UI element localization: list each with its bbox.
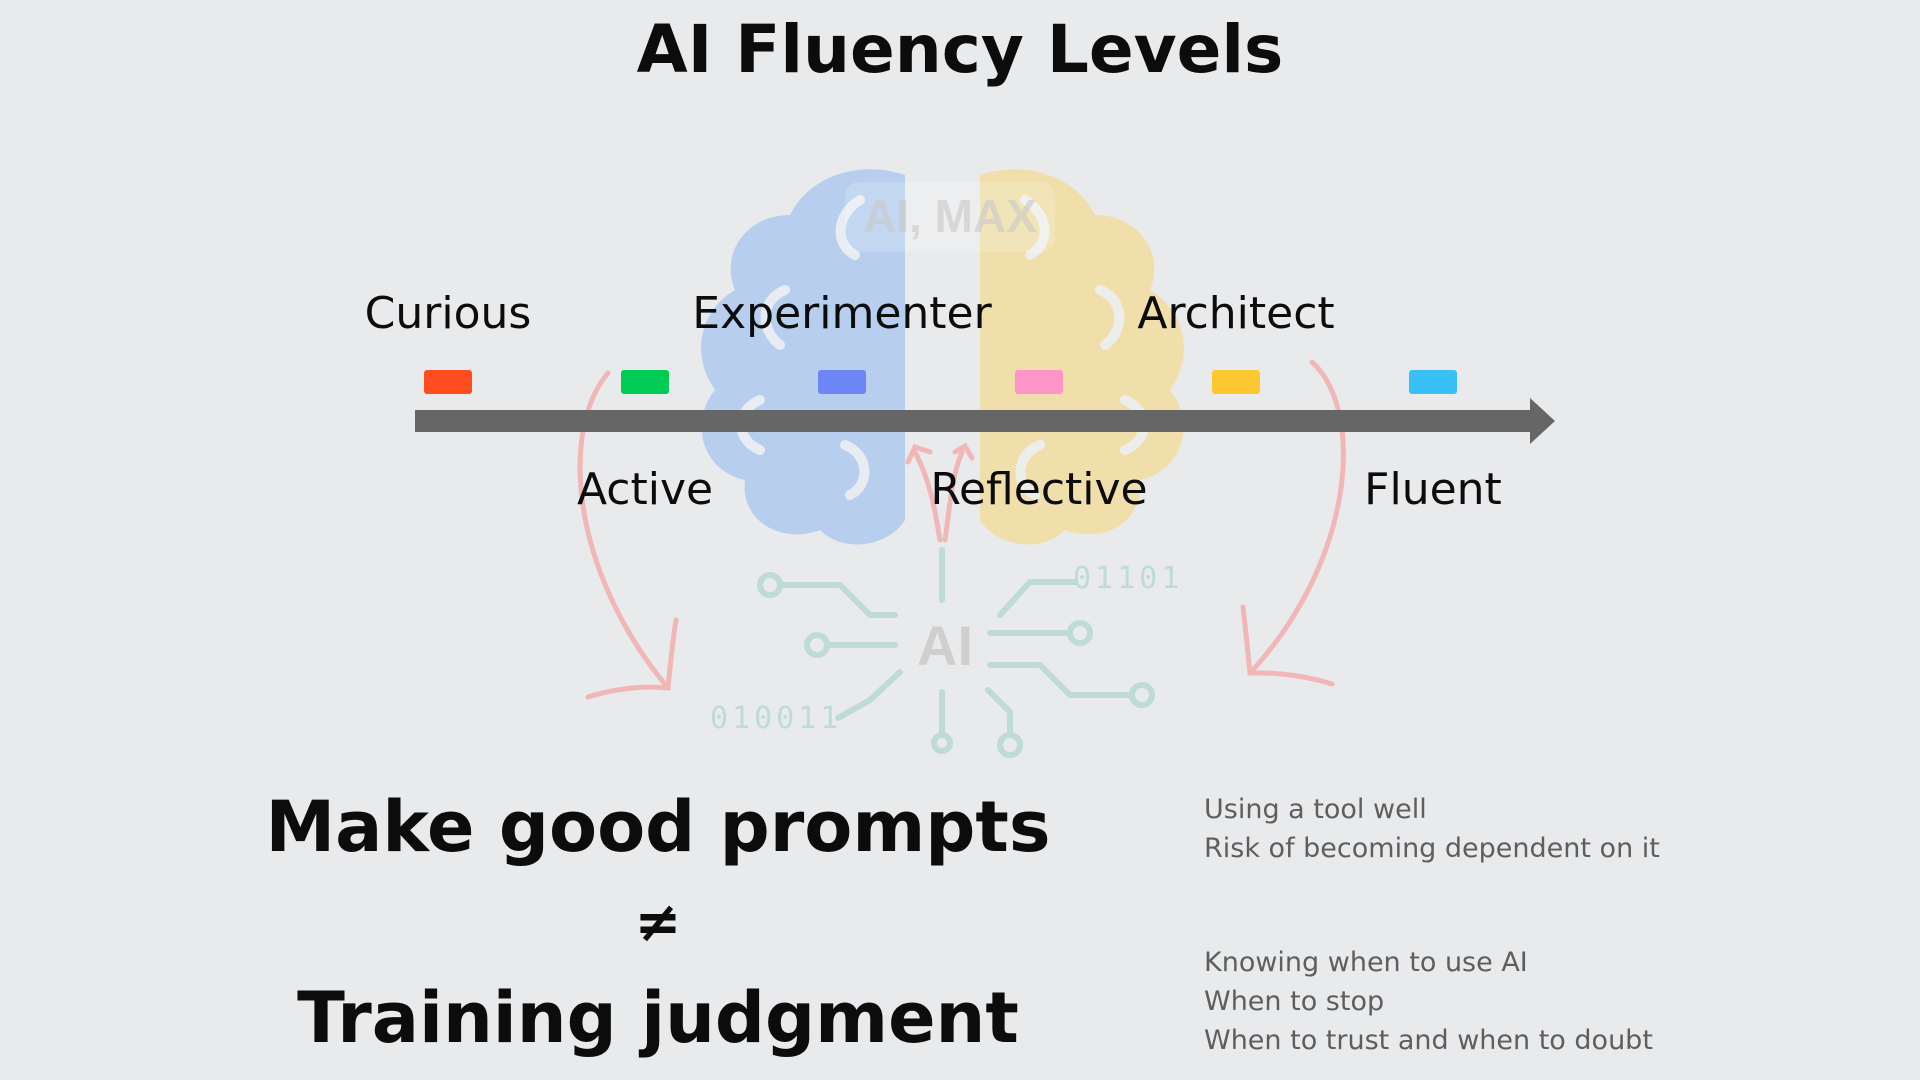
timeline-arrow xyxy=(415,398,1555,444)
page-title: AI Fluency Levels xyxy=(636,11,1284,88)
curved-arrow-right-head xyxy=(1240,604,1335,687)
level-label-fluent: Fluent xyxy=(1364,464,1502,515)
note-line: When to trust and when to doubt xyxy=(1204,1025,1653,1056)
level-marker-experimenter xyxy=(818,370,866,394)
mini-arrow-up xyxy=(905,443,943,543)
level-marker-curious xyxy=(424,370,472,394)
timeline-arrow-shaft xyxy=(415,410,1535,432)
note-line: Risk of becoming dependent on it xyxy=(1204,833,1660,864)
note-line: Knowing when to use AI xyxy=(1204,947,1528,978)
mini-arrow-up-2 xyxy=(942,442,975,543)
level-marker-reflective xyxy=(1015,370,1063,394)
level-label-experimenter: Experimenter xyxy=(692,288,992,339)
not-equal-symbol: ≠ xyxy=(634,890,682,955)
level-label-reflective: Reflective xyxy=(930,464,1148,515)
level-label-architect: Architect xyxy=(1137,288,1335,339)
level-label-curious: Curious xyxy=(364,288,532,339)
note-line: Using a tool well xyxy=(1204,794,1427,825)
curved-arrows xyxy=(577,359,1346,700)
level-markers xyxy=(424,370,1457,394)
binary-right-text: 01101 xyxy=(1073,561,1183,596)
brain-watermark-text: AI, MAX xyxy=(863,190,1037,242)
level-marker-fluent xyxy=(1409,370,1457,394)
brain-icon xyxy=(701,169,1184,545)
slogan-line-2: Training judgment xyxy=(297,977,1019,1059)
level-marker-active xyxy=(621,370,669,394)
curved-arrow-left-head xyxy=(585,617,679,700)
curved-arrow-left xyxy=(577,370,671,691)
level-marker-architect xyxy=(1212,370,1260,394)
binary-left-text: 010011 xyxy=(710,701,842,736)
brain-watermark-box xyxy=(845,182,1055,252)
circuit-icon xyxy=(757,547,1155,758)
timeline-arrow-head xyxy=(1530,398,1555,444)
note-line: When to stop xyxy=(1204,986,1385,1017)
circuit-label: AI xyxy=(917,614,973,677)
curved-arrow-right xyxy=(1247,359,1346,676)
slogan-line-1: Make good prompts xyxy=(265,786,1051,868)
level-label-active: Active xyxy=(576,464,714,515)
